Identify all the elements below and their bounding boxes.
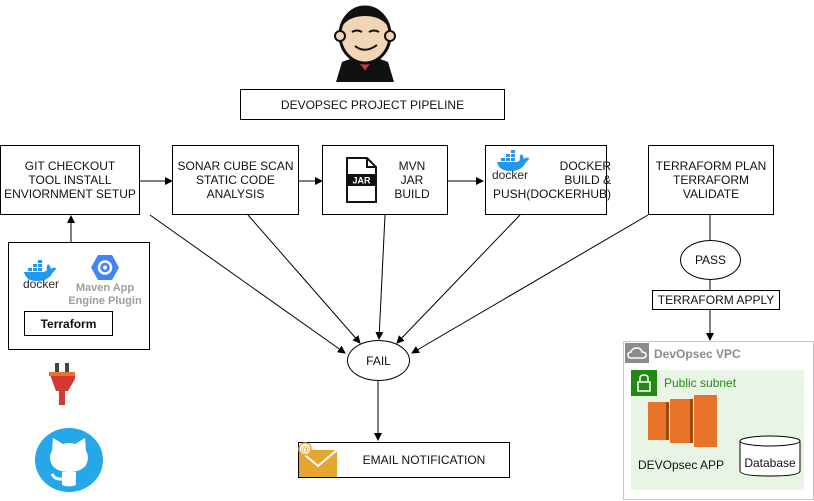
plug-icon [49,363,75,405]
page-title-text: DEVOPSEC PROJECT PIPELINE [280,97,465,112]
maven-plugin-label: Maven App Engine Plugin [68,282,142,307]
pass-node: PASS [680,240,741,280]
arrow-terraform-to-fail [411,214,649,354]
arrow-sonar-to-fail [247,214,361,344]
docker-wordmark: docker [492,168,529,182]
stage-mvn-build [322,145,448,215]
jenkins-icon [334,5,396,82]
stage-sonar-scan-label: SONAR CUBE SCAN STATIC CODE ANALYSIS [177,159,294,201]
cloud-icon [625,343,649,363]
arrow-git-to-fail [149,214,346,354]
arrow-docker-to-fail [396,214,521,344]
email-icon: @ [298,442,338,477]
ec2-icon [648,395,717,447]
gcp-icon [91,255,119,280]
stage-docker-build [485,145,607,215]
docker-icon [497,150,529,171]
fail-node-label: FAIL [366,353,391,368]
arrow-mvn-to-fail [375,214,386,340]
terraform-tool-label: Terraform [40,316,97,331]
stage-terraform-plan-label: TERRAFORM PLAN TERRAFORM VALIDATE [655,159,767,201]
page-title: DEVOPSEC PROJECT PIPELINE [240,89,505,120]
lock-icon [631,370,657,396]
stage-mvn-build-label: MVN JAR BUILD [394,159,430,201]
stage-terraform-plan: TERRAFORM PLAN TERRAFORM VALIDATE [648,145,774,215]
vpc-label: DevOpsec VPC [654,347,741,361]
app-label: DEVOpsec APP [638,458,725,472]
email-notification-label: EMAIL NOTIFICATION [362,453,486,467]
database-icon: Database [739,435,801,477]
stage-sonar-scan: SONAR CUBE SCAN STATIC CODE ANALYSIS [172,145,299,215]
fail-node: FAIL [347,340,410,381]
stage-docker-build-label: DOCKER BUILD & PUSH(DOCKERHUB) [492,159,611,201]
docker-icon [24,260,56,281]
pass-node-label: PASS [694,253,727,267]
public-subnet-label: Public subnet [664,376,737,390]
database-label: Database [744,456,796,470]
jar-icon: JAR [346,157,377,203]
svg-text:@: @ [300,445,309,455]
tools-docker-wordmark: docker [23,277,60,291]
stage-git-checkout-label: GIT CHECKOUT TOOL INSTALL ENVIORNMENT SE… [4,159,136,201]
terraform-tool-box: Terraform [24,311,113,336]
stage-git-checkout: GIT CHECKOUT TOOL INSTALL ENVIORNMENT SE… [0,145,140,215]
terraform-apply-label: TERRAFORM APPLY [657,293,775,307]
jar-icon-label: JAR [352,176,371,186]
github-icon [35,428,103,492]
terraform-apply-box: TERRAFORM APPLY [652,290,780,310]
